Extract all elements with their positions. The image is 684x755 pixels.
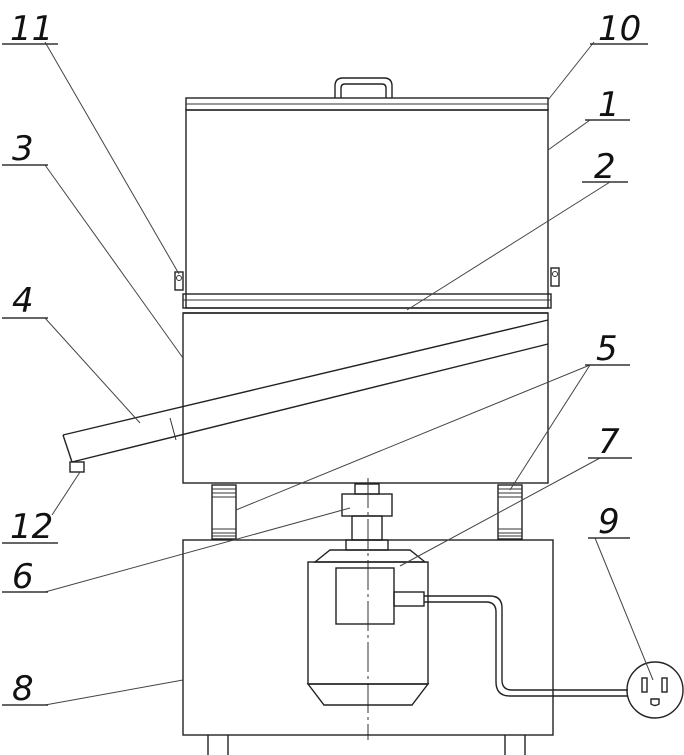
callout-label-10: 10 xyxy=(598,9,641,49)
plug-icon xyxy=(626,661,684,719)
callout-6: 6 xyxy=(2,557,48,597)
inclined-chute xyxy=(62,319,549,473)
callout-label-12: 12 xyxy=(10,507,53,547)
callout-label-6: 6 xyxy=(12,557,34,597)
power-cable xyxy=(424,595,628,697)
electric-motor xyxy=(306,549,430,706)
sieve-box xyxy=(182,312,549,484)
callout-label-2: 2 xyxy=(594,147,616,187)
callout-5: 5 xyxy=(585,329,630,369)
callout-label-9: 9 xyxy=(598,502,620,542)
leader-lines xyxy=(44,41,654,706)
callout-12: 12 xyxy=(2,507,58,547)
callout-9: 9 xyxy=(588,502,630,542)
coupling-shaft xyxy=(341,478,393,740)
callout-10: 10 xyxy=(590,9,648,49)
callout-11: 11 xyxy=(2,9,58,49)
spring-right xyxy=(497,484,523,540)
side-clamps xyxy=(174,267,560,291)
callout-label-3: 3 xyxy=(12,129,34,169)
callout-label-11: 11 xyxy=(10,9,53,49)
callout-label-5: 5 xyxy=(596,329,618,369)
callout-8: 8 xyxy=(2,669,48,709)
callout-label-1: 1 xyxy=(598,85,620,125)
callout-4: 4 xyxy=(2,281,48,321)
callout-label-4: 4 xyxy=(12,281,34,321)
base-frame xyxy=(182,539,554,755)
callout-3: 3 xyxy=(2,129,48,169)
callout-label-7: 7 xyxy=(598,422,620,462)
callout-1: 1 xyxy=(585,85,630,125)
lid-handle xyxy=(334,77,393,98)
callout-2: 2 xyxy=(582,147,628,187)
callout-label-8: 8 xyxy=(12,669,34,709)
spring-left xyxy=(211,484,237,540)
callout-7: 7 xyxy=(588,422,632,462)
hopper-body xyxy=(182,97,552,309)
